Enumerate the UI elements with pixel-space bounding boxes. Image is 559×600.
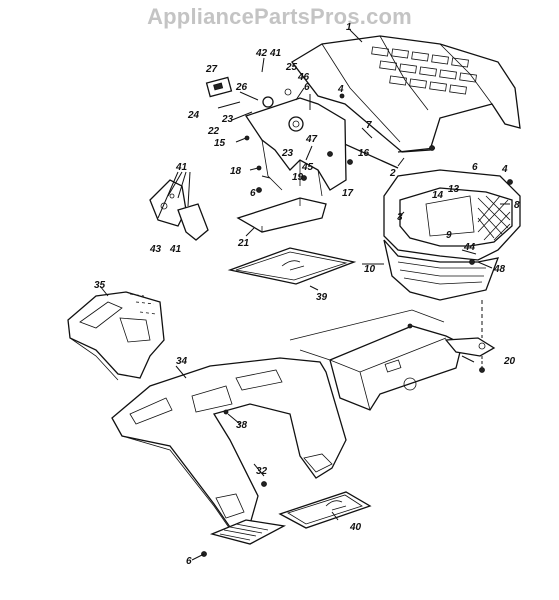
callout-6c: 6 bbox=[472, 162, 478, 173]
callout-8: 8 bbox=[514, 200, 520, 211]
callout-14: 14 bbox=[432, 190, 444, 201]
callout-13: 13 bbox=[448, 184, 460, 195]
main-fender-part[interactable] bbox=[111, 357, 347, 533]
callout-41a: 41 bbox=[269, 48, 282, 59]
leader-lines bbox=[157, 57, 510, 521]
callout-41c: 41 bbox=[169, 244, 182, 255]
callout-25: 25 bbox=[285, 62, 298, 73]
dash-panel-part[interactable] bbox=[244, 88, 347, 197]
callout-23a: 23 bbox=[221, 114, 234, 125]
callout-17: 17 bbox=[342, 188, 354, 199]
ignition-switch-part[interactable] bbox=[205, 76, 233, 98]
fastener-parts[interactable] bbox=[235, 93, 513, 193]
callout-41b: 41 bbox=[175, 162, 188, 173]
rear-fender-partial[interactable] bbox=[67, 285, 165, 381]
callout-48: 48 bbox=[493, 264, 506, 275]
hood-part[interactable] bbox=[291, 29, 521, 153]
callout-40: 40 bbox=[349, 522, 362, 533]
callout-10: 10 bbox=[364, 264, 376, 275]
callout-47: 47 bbox=[305, 134, 318, 145]
callout-9: 9 bbox=[446, 230, 452, 241]
callout-34: 34 bbox=[176, 356, 188, 367]
callout-38: 38 bbox=[236, 420, 248, 431]
grille-nose-part[interactable] bbox=[383, 169, 521, 301]
step-mat-part[interactable] bbox=[191, 519, 287, 561]
watermark: AppliancePartsPros.com bbox=[147, 4, 412, 29]
callout-20: 20 bbox=[503, 356, 516, 367]
callout-3: 3 bbox=[397, 212, 403, 223]
callout-21: 21 bbox=[237, 238, 250, 249]
callout-26: 26 bbox=[235, 82, 248, 93]
callout-42: 42 bbox=[255, 48, 268, 59]
callout-44: 44 bbox=[463, 242, 476, 253]
callout-4a: 4 bbox=[337, 84, 344, 95]
callout-15: 15 bbox=[214, 138, 226, 149]
callout-22: 22 bbox=[207, 126, 220, 137]
mounting-plate-part[interactable] bbox=[236, 197, 327, 237]
callout-6a: 6 bbox=[304, 82, 310, 93]
footrest-mat-part[interactable] bbox=[261, 481, 372, 529]
callout-45: 45 bbox=[301, 162, 314, 173]
callout-6b: 6 bbox=[250, 188, 256, 199]
callout-19: 19 bbox=[292, 172, 304, 183]
frame-assembly[interactable] bbox=[289, 300, 496, 411]
callout-23b: 23 bbox=[281, 148, 294, 159]
callout-16: 16 bbox=[358, 148, 370, 159]
callout-18: 18 bbox=[230, 166, 242, 177]
callout-32: 32 bbox=[256, 466, 268, 477]
callout-43: 43 bbox=[149, 244, 162, 255]
callout-39: 39 bbox=[316, 292, 328, 303]
callout-2: 2 bbox=[389, 168, 396, 179]
callout-4b: 4 bbox=[501, 164, 508, 175]
callout-1: 1 bbox=[346, 22, 352, 33]
callout-46: 46 bbox=[297, 72, 310, 83]
lever-bracket-part[interactable] bbox=[149, 171, 209, 241]
callout-6d: 6 bbox=[186, 556, 192, 567]
floor-mat-part[interactable] bbox=[227, 247, 357, 285]
callout-27: 27 bbox=[205, 64, 218, 75]
callout-24: 24 bbox=[187, 110, 200, 121]
callout-labels: 1 2 3 4 4 6 6 6 6 7 8 9 10 13 14 15 16 1… bbox=[94, 22, 520, 567]
callout-7: 7 bbox=[366, 120, 372, 131]
callout-35: 35 bbox=[94, 280, 106, 291]
